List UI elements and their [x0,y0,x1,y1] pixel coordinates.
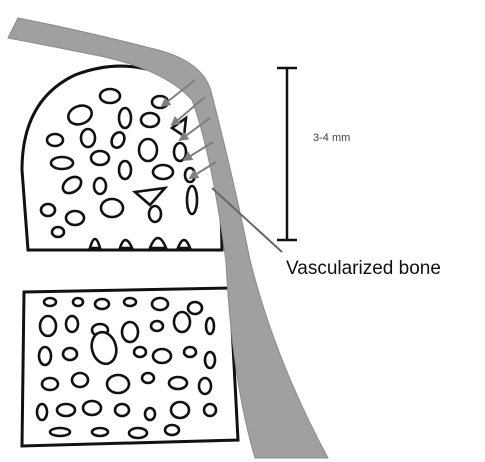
lower-vertebral-body [22,288,238,446]
callout-label: Vascularized bone [286,258,441,279]
scale-label: 3-4 mm [313,132,350,144]
scale-bar [277,68,297,240]
